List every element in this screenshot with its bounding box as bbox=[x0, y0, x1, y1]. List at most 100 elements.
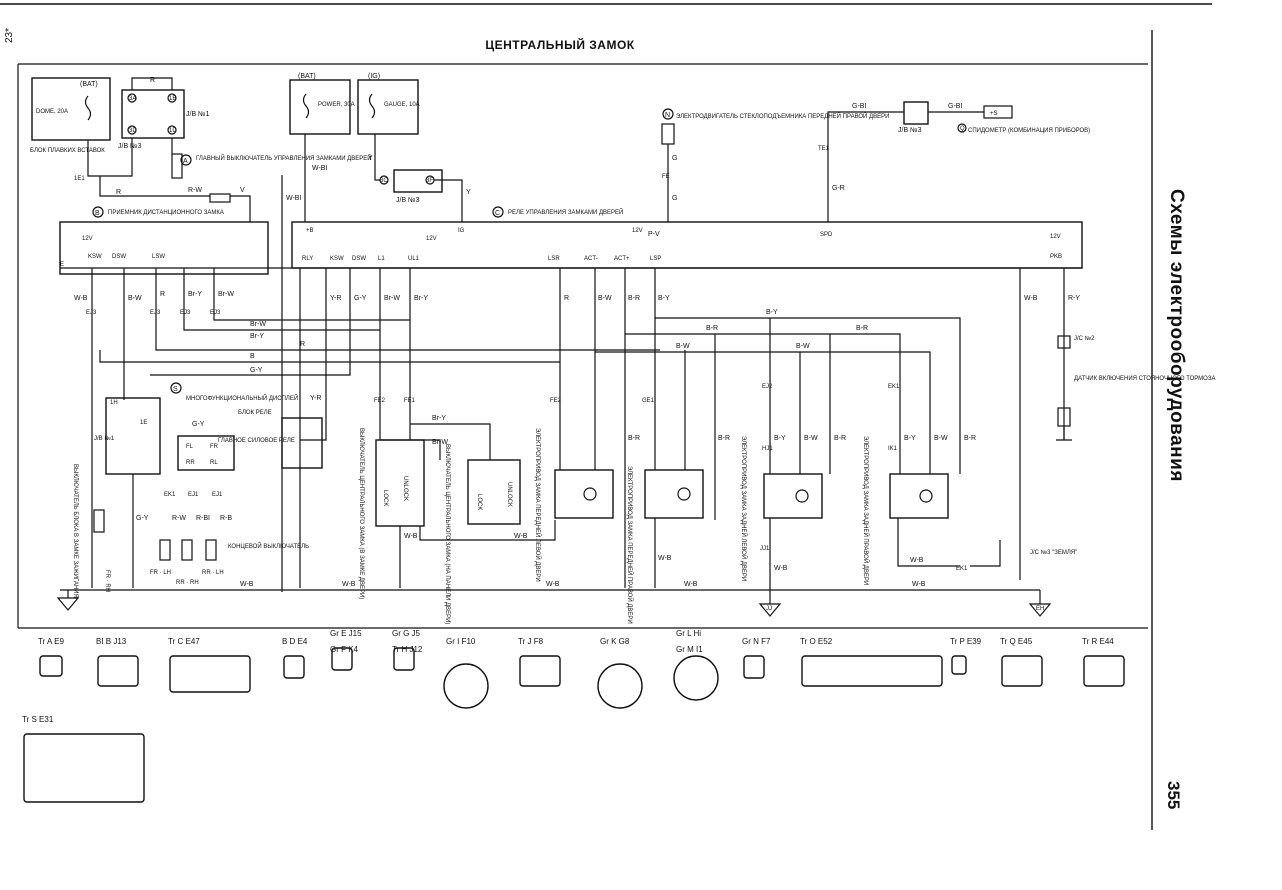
ground-symbol-left bbox=[56, 590, 80, 611]
connector-label-e39: Tr P E39 bbox=[950, 637, 982, 646]
wire-label-wb-5: W-B bbox=[658, 555, 672, 562]
component-p-label: ДАТЧИК ВКЛЮЧЕНИЯ СТОЯНОЧНОГО ТОРМОЗА bbox=[1074, 376, 1215, 382]
pin-lsr: LSR bbox=[548, 256, 560, 262]
door-lock-motor-front-left-i: ЭЛЕКТРОПРИВОД ЗАМКА ПЕРЕДНЕЙ ЛЕВОЙ ДВЕРИ… bbox=[534, 398, 614, 582]
section-title: Схемы электрооборудования bbox=[1166, 188, 1187, 482]
component-f-label: ВЫКЛЮЧАТЕЛЬ ЦЕНТРАЛЬНОГО ЗАМКА (НА ПАНЕЛ… bbox=[444, 444, 450, 624]
term-ik1: IK1 bbox=[888, 446, 898, 452]
label-fr: FR bbox=[210, 444, 219, 450]
jb1-label-lower: J/B №1 bbox=[94, 435, 115, 442]
connector-shape-f10 bbox=[443, 663, 489, 709]
connector-shape-j15 bbox=[331, 647, 353, 671]
connector-label-f8: Tr J F8 bbox=[518, 637, 544, 646]
door-key-lock-switch-e: ВЫКЛЮЧАТЕЛЬ ЦЕНТРАЛЬНОГО ЗАМКА (В ЗАМКЕ … bbox=[358, 398, 425, 599]
fuse-block-center: (BAT) POWER, 30A (IG) GAUGE, 10A bbox=[289, 73, 420, 135]
wire-label-gr: G-R bbox=[832, 185, 845, 192]
wire-label-gy-2: G-Y bbox=[354, 295, 367, 302]
wire-label-bw-6: B-W bbox=[934, 435, 948, 442]
jb3-block-right: J/B №3 +S Q СПИДОМЕТР (КОМБИНАЦИЯ ПРИБОР… bbox=[818, 101, 1090, 222]
connector-shape-j5 bbox=[393, 647, 415, 671]
wire-label-wb-6: W-B bbox=[774, 565, 788, 572]
door-courtesy-label: КОНЦЕВОЙ ВЫКЛЮЧАТЕЛЬ bbox=[228, 542, 309, 550]
wire-label-bw-3: B-W bbox=[676, 343, 690, 350]
connector-label-k4: Gr F K4 bbox=[330, 645, 359, 654]
connector-shape-e4 bbox=[283, 655, 305, 679]
fuse-gauge-label: GAUGE, 10A bbox=[384, 102, 420, 108]
connector-shape-e47 bbox=[169, 655, 251, 693]
wire-label-by-4: B-Y bbox=[904, 435, 916, 442]
wire-label-wb-9: W-B bbox=[342, 581, 356, 588]
v12-label-c3: 12V bbox=[1050, 234, 1061, 240]
lock-label-f: LOCK bbox=[476, 494, 482, 510]
term-hj1: HJ1 bbox=[762, 446, 773, 452]
connector-shape-f8 bbox=[519, 655, 561, 687]
pin-ul1: UL1 bbox=[408, 256, 420, 262]
svg-text:EH: EH bbox=[1036, 606, 1044, 612]
term-ej3-3: EJ3 bbox=[180, 310, 191, 316]
connector-shape-g8 bbox=[597, 663, 643, 709]
v12-label-b: 12V bbox=[82, 236, 93, 242]
term-ge1: GE1 bbox=[642, 398, 655, 404]
wire-label-y-2: Y bbox=[466, 189, 471, 196]
jb1-block: 3A 1B 3D 1D J/B №1 J/B №3 bbox=[118, 89, 210, 150]
wire-label-gy-1: G-Y bbox=[250, 367, 263, 374]
term-ek1-m: EK1 bbox=[888, 384, 900, 390]
svg-text:S: S bbox=[173, 386, 178, 393]
wire-label-bry-3: Br-Y bbox=[414, 295, 428, 302]
pin-act-plus: ACT+ bbox=[614, 256, 630, 262]
wire-label-wb-10: W-B bbox=[546, 581, 560, 588]
wire-label-wbi-2: W-BI bbox=[286, 195, 301, 202]
wire-label-rbi: R-BI bbox=[196, 515, 210, 522]
label-fr-rh: FR · RH bbox=[104, 570, 110, 592]
term-1d: 1D bbox=[169, 128, 177, 134]
term-3f: 3F bbox=[426, 178, 433, 184]
key-unlock-warning-switch-d: ВЫКЛЮЧАТЕЛЬ БЛОКА В ЗАМКЕ ЗАЖИГАНИЯ FR ·… bbox=[72, 464, 110, 598]
jc3-label: J/C №3 "ЗЕМЛЯ" bbox=[1030, 549, 1077, 556]
page-title: ЦЕНТРАЛЬНЫЙ ЗАМОК bbox=[485, 38, 635, 52]
connector-label-e45: Tr Q E45 bbox=[1000, 637, 1033, 646]
wire-label-br-3: B-R bbox=[856, 325, 868, 332]
term-ej3-2: EJ3 bbox=[150, 310, 161, 316]
wire-label-v: V bbox=[240, 187, 245, 194]
term-1h: 1H bbox=[110, 400, 118, 406]
pin-dsw-c: DSW bbox=[352, 256, 366, 262]
wire-label-gy-3: G-Y bbox=[192, 421, 205, 428]
wire-label-brw-4: Br-W bbox=[432, 439, 448, 446]
term-ek1-1: EK1 bbox=[164, 492, 176, 498]
component-q-label: СПИДОМЕТР (КОМБИНАЦИЯ ПРИБОРОВ) bbox=[968, 128, 1090, 134]
jb3-label-left: J/B №3 bbox=[118, 143, 142, 150]
wire-label-brw-2: Br-W bbox=[250, 321, 266, 328]
fuse-dome-label: DOME, 20A bbox=[36, 109, 68, 115]
pin-lsp: LSP bbox=[650, 256, 661, 262]
unlock-label-f: UNLOCK bbox=[506, 482, 512, 507]
pin-lsw: LSW bbox=[152, 254, 165, 260]
bat-label-1: (BAT) bbox=[80, 81, 98, 88]
connector-shape-e45 bbox=[1001, 655, 1043, 687]
wire-label-r-3: R bbox=[160, 291, 165, 298]
term-jj1: JJ1 bbox=[760, 546, 770, 552]
connector-label-g8: Gr K G8 bbox=[600, 637, 630, 646]
wire-label-wb-4: W-B bbox=[514, 533, 528, 540]
remote-receiver-b: B ПРИЕМНИК ДИСТАНЦИОННОГО ЗАМКА 12V KSW … bbox=[59, 206, 269, 275]
wire-label-by-3: B-Y bbox=[774, 435, 786, 442]
wire-label-bw-2: B-W bbox=[598, 295, 612, 302]
wire-label-y-1: Y bbox=[368, 155, 373, 162]
wire-label-bry-1: Br-Y bbox=[188, 291, 202, 298]
wire-label-bry-4: Br-Y bbox=[432, 415, 446, 422]
connector-shape-hi bbox=[673, 655, 719, 701]
ground-symbol-jj: JJ bbox=[758, 600, 782, 617]
connector-shape-e44 bbox=[1083, 655, 1125, 687]
connector-label-j13: BI B J13 bbox=[96, 637, 127, 646]
wire-label-wb-7: W-B bbox=[910, 557, 924, 564]
wire-label-br-7: B-R bbox=[964, 435, 976, 442]
wire-label-bw-5: B-W bbox=[804, 435, 818, 442]
fuse-block-left: (BAT) DOME, 20A БЛОК ПЛАВКИХ ВСТАВОК bbox=[30, 77, 111, 154]
wire-label-bry-2: Br-Y bbox=[250, 333, 264, 340]
connector-label-j5: Gr G J5 bbox=[392, 629, 421, 638]
wire-label-wb-8: W-B bbox=[240, 581, 254, 588]
wire-label-wb-2: W-B bbox=[1024, 295, 1038, 302]
svg-text:C: C bbox=[495, 210, 500, 217]
wire-label-gbi-2: G-BI bbox=[948, 103, 962, 110]
component-n-label: ЭЛЕКТРОДВИГАТЕЛЬ СТЕКЛОПОДЪЕМНИКА ПЕРЕДН… bbox=[676, 112, 889, 120]
